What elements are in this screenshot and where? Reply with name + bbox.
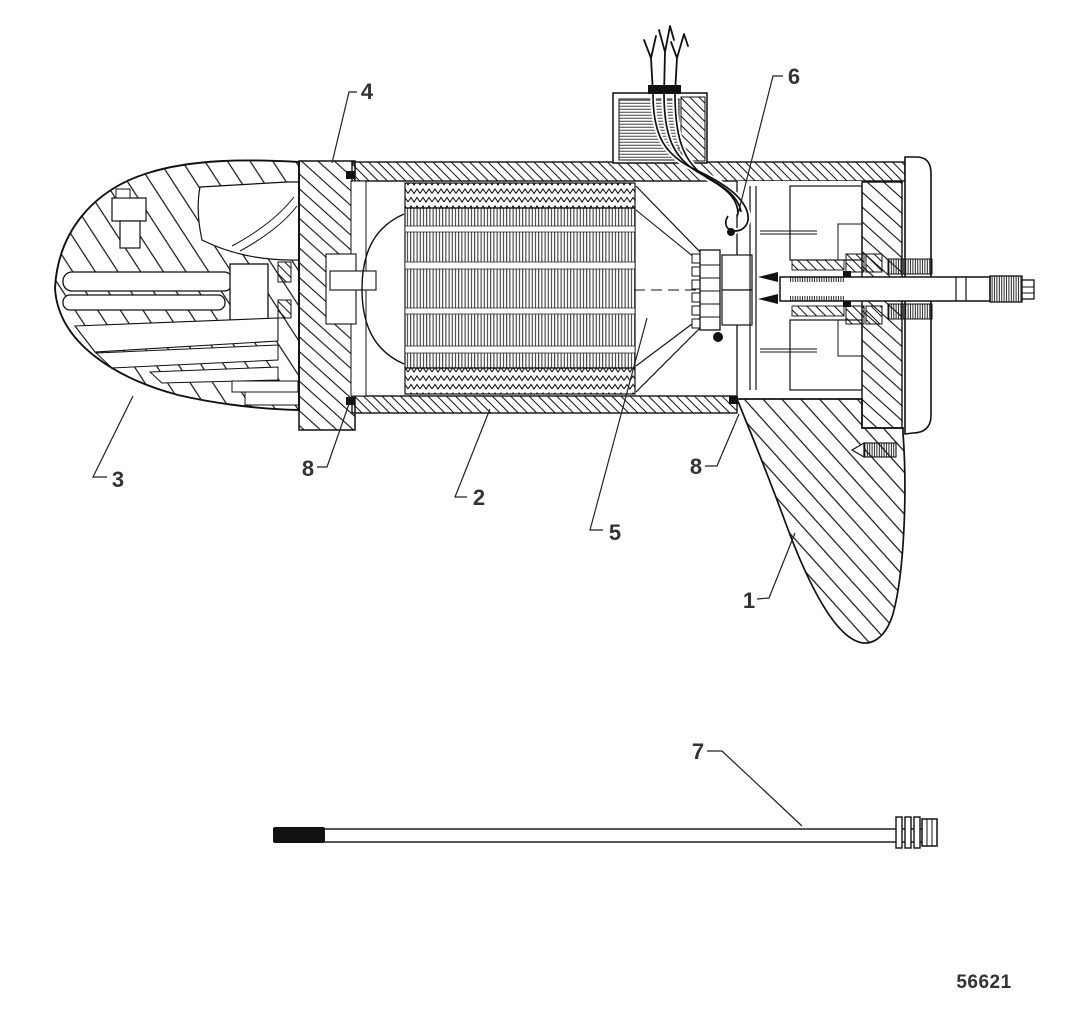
callout-3: 3 [112, 467, 124, 492]
leader-2 [454, 408, 491, 498]
leader-1 [756, 532, 796, 600]
lamination-stack [404, 207, 636, 369]
drawing-number: 56621 [956, 972, 1011, 993]
tie-rod [273, 816, 938, 849]
callout-4: 4 [361, 79, 374, 104]
seal-lower-right [729, 396, 738, 404]
motor-housing-tube [351, 161, 906, 414]
commutator [699, 249, 721, 331]
prop-shaft [779, 258, 1035, 320]
tie-rod-nut [921, 818, 938, 847]
callout-labels: 1 2 3 4 5 6 7 8 8 [112, 64, 800, 764]
shaft-threads [989, 275, 1023, 303]
tie-rod-threads [273, 827, 325, 843]
callout-8-right: 8 [690, 454, 702, 479]
winding-end-bell [361, 213, 405, 365]
end-cap-flange [277, 160, 377, 431]
frayed-wire-ends [643, 25, 689, 95]
armature-shaft-stub [329, 270, 377, 291]
leader-4 [331, 91, 357, 164]
nose-rod-lower [62, 294, 226, 311]
nose-cone [54, 159, 300, 411]
wire-collar [648, 85, 681, 94]
leader-8-left [317, 400, 351, 468]
nose-rod-upper [62, 271, 234, 292]
leader-6 [736, 75, 783, 219]
bearing-boss-bottom [789, 319, 863, 391]
callout-6: 6 [788, 64, 800, 89]
seal-upper-left [346, 171, 355, 179]
leader-5 [589, 317, 648, 531]
callout-1: 1 [743, 588, 755, 613]
seals [346, 171, 738, 405]
leader-7 [707, 750, 803, 827]
brush-holder-top [721, 254, 753, 291]
winding-band-bottom [404, 367, 636, 395]
wire-leads [612, 23, 751, 236]
bearing-boss-top [789, 185, 863, 261]
seal-lower-left [346, 397, 355, 405]
winding-band-top [404, 182, 636, 209]
callout-leaders [92, 75, 803, 827]
callout-7: 7 [692, 739, 704, 764]
commutator-brush-assembly [691, 186, 778, 390]
skeg-screw [863, 442, 897, 458]
nose-sensor [111, 197, 147, 222]
nose-inner-block [197, 181, 300, 261]
armature [361, 182, 705, 395]
shaft-tip [1021, 279, 1035, 300]
callout-8-left: 8 [302, 456, 314, 481]
leader-3 [92, 395, 134, 478]
leader-8-right [705, 413, 740, 467]
callout-5: 5 [609, 520, 621, 545]
skeg [735, 398, 906, 644]
callout-2: 2 [473, 485, 485, 510]
brush-holder-bottom [721, 289, 753, 326]
